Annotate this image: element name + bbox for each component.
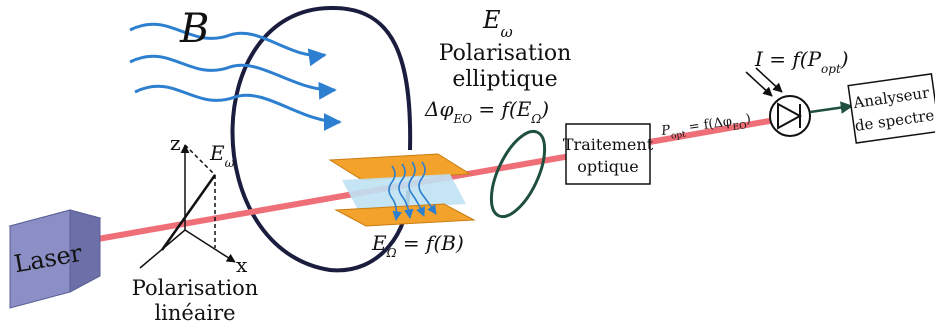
photodiode — [745, 67, 811, 137]
analyseur-group: Analyseur de spectre — [847, 73, 935, 144]
traitement-line1: Traitement — [563, 135, 654, 154]
eo-crystal — [342, 174, 466, 210]
magnetic-field-symbol: B — [179, 6, 209, 52]
laser-front-face — [9, 209, 71, 309]
magnetic-field-waves — [129, 22, 342, 131]
e-omega-vector — [160, 174, 217, 251]
signal-line — [809, 101, 854, 114]
polarisation-axes — [139, 144, 236, 269]
polarisation-elliptique-line1: Polarisation — [439, 41, 572, 66]
traitement-line2: optique — [577, 157, 638, 176]
axis-z-label: z — [170, 131, 181, 155]
elliptical-polarisation-ring — [489, 129, 547, 219]
polarisation-lineaire-line1: Polarisation — [132, 276, 259, 300]
laser-source: Laser — [8, 209, 102, 309]
polarisation-lineaire-line2: linéaire — [154, 301, 235, 322]
pickup-loop-back — [230, 6, 411, 273]
traitement-optique-box — [565, 123, 651, 185]
top-electrode-plate — [328, 153, 472, 181]
e-capital-omega-label: EΩ = f(B) — [371, 231, 464, 260]
p-opt-label: Popt = f(ΔφEO) — [659, 112, 752, 143]
field-waves-in-crystal — [388, 161, 437, 221]
pickup-loop-front — [329, 5, 413, 151]
e-omega-axes-label: Eω — [209, 141, 235, 170]
e-omega-top-label: Eω — [482, 6, 513, 41]
eo-crystal-assembly — [328, 153, 476, 227]
analyseur-box — [847, 73, 935, 144]
axis-x-label: x — [236, 253, 248, 277]
delta-phi-label: ΔφEO = f(EΩ) — [424, 97, 549, 126]
intensity-label: I = f(Popt) — [754, 47, 849, 76]
polarisation-elliptique-line2: elliptique — [452, 67, 557, 92]
